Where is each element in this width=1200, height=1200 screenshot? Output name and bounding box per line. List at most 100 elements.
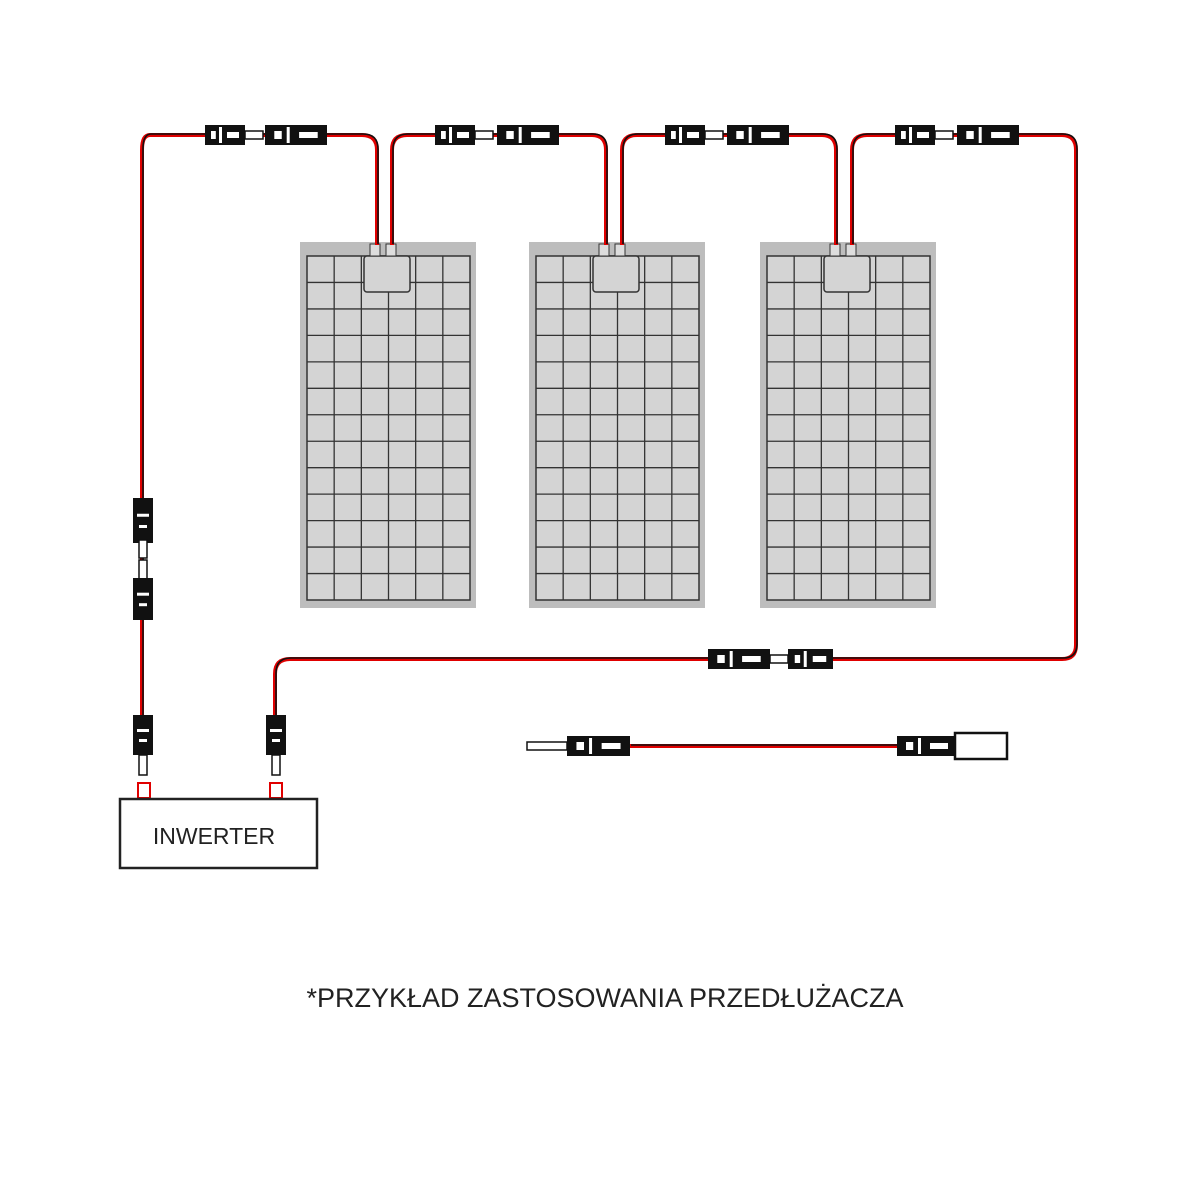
connector-mark	[794, 655, 801, 663]
connector-body	[895, 125, 935, 145]
male-connector	[895, 125, 935, 145]
connector-mark	[601, 743, 621, 749]
connector-body	[727, 125, 789, 145]
connector-mark	[687, 132, 699, 138]
connector-mark	[736, 131, 744, 139]
connector-mark	[457, 132, 469, 138]
connector-body	[435, 125, 475, 145]
connector-pin	[138, 539, 148, 559]
inverter-label: INWERTER	[153, 823, 275, 849]
connector-mark	[576, 742, 585, 750]
male-connector	[788, 649, 833, 669]
connector-mark	[717, 655, 725, 663]
connector-mark	[742, 656, 761, 662]
male-connector	[205, 125, 245, 145]
connector-mark	[272, 739, 280, 742]
connector-mark	[270, 729, 282, 732]
wire-red	[620, 133, 838, 245]
solar-panel	[529, 242, 705, 608]
connector-pin	[138, 754, 148, 776]
connector-mark	[449, 127, 452, 143]
connector-pin	[704, 130, 724, 140]
caption: *PRZYKŁAD ZASTOSOWANIA PRZEDŁUŻACZA	[306, 982, 903, 1013]
connector-mark	[729, 651, 733, 667]
connector-pin	[138, 559, 148, 581]
connector-pin	[474, 130, 494, 140]
wire-black	[275, 133, 1078, 774]
connector-body	[567, 736, 630, 756]
wire-black	[622, 133, 838, 244]
terminal	[614, 243, 626, 257]
connector-mark	[274, 131, 282, 139]
connector-mark	[812, 656, 827, 662]
connector-mark	[286, 127, 290, 143]
female-connector	[897, 736, 957, 756]
female-connector	[708, 649, 770, 669]
connector-mark	[930, 743, 948, 749]
connector-mark	[506, 131, 514, 139]
connector-mark	[589, 738, 593, 754]
connector-mark	[761, 132, 780, 138]
connector-mark	[139, 525, 147, 528]
connector-mark	[137, 729, 149, 732]
connector-body	[133, 715, 153, 755]
connector-pin	[934, 130, 954, 140]
connector-mark	[901, 131, 906, 139]
connector-mark	[803, 651, 807, 667]
connector-mark	[748, 127, 752, 143]
junction-box	[592, 255, 640, 293]
terminal	[845, 243, 857, 257]
connector-body	[497, 125, 559, 145]
connector-mark	[139, 739, 147, 742]
connector-mark	[679, 127, 682, 143]
connector-mark	[211, 131, 216, 139]
connector-body	[788, 649, 833, 669]
female-connector	[265, 125, 327, 145]
connector-body	[897, 736, 957, 756]
connector-mark	[139, 603, 147, 607]
connector-mark	[441, 131, 446, 139]
connector-mark	[966, 131, 974, 139]
connector-body	[205, 125, 245, 145]
connector-pin	[244, 130, 264, 140]
male-connector	[567, 736, 630, 756]
female-connector-end	[953, 731, 1009, 761]
connector-body	[708, 649, 770, 669]
connector-pin	[526, 741, 568, 751]
connector-mark	[909, 127, 912, 143]
male-connector	[665, 125, 705, 145]
wire-black	[392, 133, 608, 244]
connector-mark	[219, 127, 222, 143]
terminal	[369, 243, 381, 257]
junction-box	[363, 255, 411, 293]
male-connector	[266, 715, 286, 755]
connector-body	[265, 125, 327, 145]
solar-panel	[300, 242, 476, 608]
connector-mark	[299, 132, 318, 138]
female-connector	[957, 125, 1019, 145]
solar-panels	[300, 242, 936, 608]
connector-mark	[137, 513, 149, 517]
wire-red	[390, 133, 608, 245]
connector-body	[133, 498, 153, 543]
inverter: INWERTER	[118, 782, 319, 870]
connector-mark	[671, 131, 676, 139]
connectors	[133, 125, 1019, 776]
connector-body	[957, 125, 1019, 145]
male-connector	[133, 578, 153, 620]
connector-mark	[978, 127, 982, 143]
connector-pin	[769, 654, 789, 664]
connector-pin	[271, 754, 281, 776]
connector-body	[133, 578, 153, 620]
connector-mark	[906, 742, 914, 750]
male-connector	[435, 125, 475, 145]
connector-body	[665, 125, 705, 145]
female-connector	[133, 498, 153, 543]
terminal	[598, 243, 610, 257]
connector-mark	[531, 132, 550, 138]
female-connector	[497, 125, 559, 145]
solar-panel	[760, 242, 936, 608]
female-connector	[727, 125, 789, 145]
connector-mark	[137, 592, 149, 596]
